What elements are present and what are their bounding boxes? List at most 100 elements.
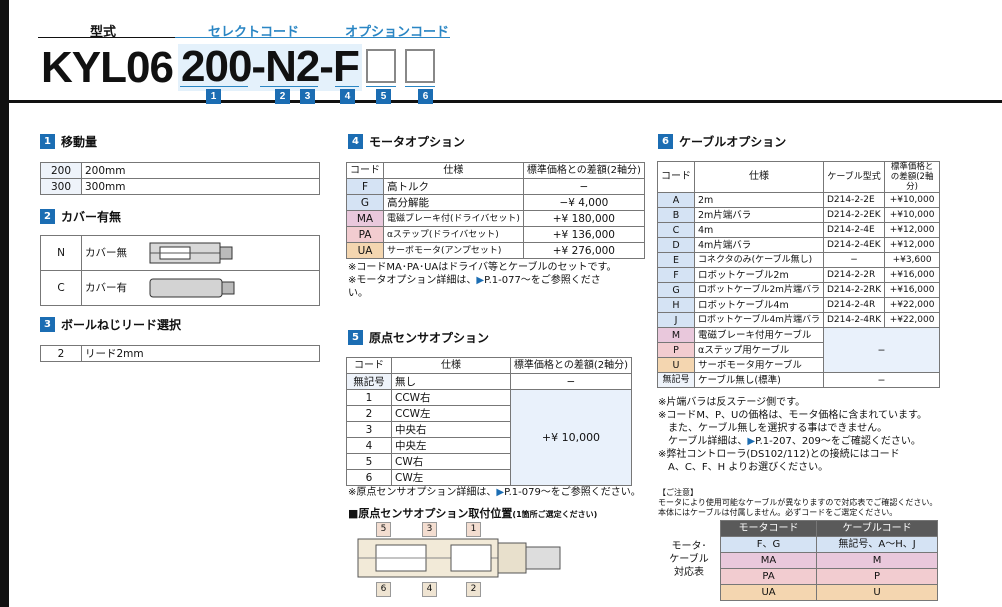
- table-cell: H: [657, 297, 695, 313]
- sec2-title: 2 カバー有無: [40, 208, 121, 225]
- table-cell: αステップ(ドライバセット): [383, 226, 524, 243]
- table-cell: D214-2-4RK: [822, 312, 886, 328]
- cable-note-2: ※コードM、P、Uの価格は、モータ価格に含まれています。: [658, 410, 928, 421]
- sec6-num: 6: [658, 134, 673, 149]
- select-label-line: [175, 37, 337, 38]
- header-cell: 標準価格との差額(2軸分): [884, 161, 940, 193]
- table-cell: P: [657, 342, 695, 358]
- table-cell: CCW左: [391, 405, 511, 422]
- sec1-num: 1: [40, 134, 55, 149]
- table-cell: +¥16,000: [884, 282, 940, 298]
- option-box-6: [405, 49, 435, 83]
- header-cell: コード: [346, 357, 392, 374]
- table-cell: 高分解能: [383, 194, 524, 211]
- option-code-label: オプションコード: [345, 25, 450, 40]
- table-cell: UA: [346, 242, 384, 259]
- table-cell: C: [40, 270, 82, 306]
- table-cell: D214-2-4E: [822, 222, 886, 238]
- table-cell: 6: [346, 469, 392, 486]
- cable-note-1: ※片端バラは反ステージ側です。: [658, 397, 806, 408]
- pos-5-badge: 5: [376, 89, 391, 104]
- caution-line-2: 本体にはケーブルは付属しません。必ずコードをご選定ください。: [658, 508, 898, 517]
- table-cell: CW右: [391, 453, 511, 470]
- table-cell: −: [522, 178, 645, 195]
- table-cell: E: [657, 252, 695, 268]
- table-cell: 2: [40, 345, 82, 362]
- corr-label-text: モータ･ケーブル対応表: [669, 540, 709, 578]
- table-cell: MA: [719, 552, 818, 569]
- table-cell: N: [40, 235, 82, 271]
- table-cell: 無記号、A〜H、J: [816, 536, 938, 553]
- sensor-pos-5: 5: [376, 522, 391, 537]
- cable-note-4b[interactable]: P.1-207、209〜をご確認ください。: [755, 436, 921, 447]
- table-cell: +¥ 276,000: [522, 242, 645, 259]
- sensor-note-ref[interactable]: P.1-079〜をご参照ください。: [504, 487, 641, 498]
- table-cell: 高トルク: [383, 178, 524, 195]
- table-cell: 2m片端バラ: [694, 207, 824, 223]
- sec4-title-text: モータオプション: [369, 135, 466, 149]
- sensor-pos-2: 2: [466, 582, 481, 597]
- table-cell: −: [822, 252, 886, 268]
- table-cell: +¥3,600: [884, 252, 940, 268]
- table-cell: 電磁ブレーキ付(ドライバセット): [383, 210, 524, 227]
- table-header: コード 仕様 標準価格との差額(2軸分): [346, 357, 633, 374]
- sensor-merged-price: +¥ 10,000: [509, 389, 633, 486]
- sec5-title: 5 原点センサオプション: [348, 329, 489, 346]
- table-cell: F: [657, 267, 695, 283]
- pos-4-badge: 4: [340, 89, 355, 104]
- sensor-fig-title: ■原点センサオプション取付位置(1箇所ご選定ください): [348, 505, 597, 521]
- sensor-fig-subtitle: (1箇所ご選定ください): [512, 510, 598, 519]
- table-cell: MA: [346, 210, 384, 227]
- sec1-title-text: 移動量: [61, 135, 98, 149]
- table-cell: 2: [346, 405, 392, 422]
- model-label: 型式: [90, 25, 117, 40]
- pos-2-badge: 2: [275, 89, 290, 104]
- option-box-5: [366, 49, 396, 83]
- header-cell: ケーブルコード: [816, 520, 938, 537]
- table-cell: 5: [346, 453, 392, 470]
- table-cell: 4m: [694, 222, 824, 238]
- table-cell: +¥ 136,000: [522, 226, 645, 243]
- sensor-pos-3: 3: [422, 522, 437, 537]
- caution-box: 【ご注意】 モータにより使用可能なケーブルが異なりますので対応表でご確認ください…: [658, 488, 937, 518]
- table-cell: サーボモータ用ケーブル: [694, 357, 824, 373]
- page-ref-icon: ▶: [476, 275, 485, 286]
- pos5-line: [366, 86, 396, 87]
- table-cell: 中央右: [391, 421, 511, 438]
- table-cell: J: [657, 312, 695, 328]
- sec3-title: 3 ボールねじリード選択: [40, 316, 181, 333]
- table-cell: 4: [346, 437, 392, 454]
- sensor-pos-4: 4: [422, 582, 437, 597]
- sec2-num: 2: [40, 209, 55, 224]
- page-ref-icon: ▶: [747, 436, 756, 447]
- table-cell: D214-2-2RK: [822, 282, 886, 298]
- table-cell: 2m: [694, 192, 824, 208]
- caution-line-1: モータにより使用可能なケーブルが異なりますので対応表でご確認ください。: [658, 498, 938, 507]
- sensor-note: ※原点センサオプション詳細は、▶P.1-079〜をご参照ください。: [348, 486, 641, 499]
- cable-notes: ※片端バラは反ステージ側です。 ※コードM、P、Uの価格は、モータ価格に含まれて…: [658, 396, 958, 474]
- table-header: コード 仕様 ケーブル型式 標準価格との差額(2軸分): [657, 161, 940, 193]
- table-header: モータコードケーブルコード: [719, 520, 938, 537]
- table-cell: αステップ用ケーブル: [694, 342, 824, 358]
- table-cell: D: [657, 237, 695, 253]
- table-cell: 200: [40, 162, 82, 179]
- motor-note-2b[interactable]: P.1-077〜をご参照くださ: [484, 275, 601, 286]
- stage-with-cover-image: [149, 278, 235, 298]
- table-cell: 300mm: [81, 178, 320, 195]
